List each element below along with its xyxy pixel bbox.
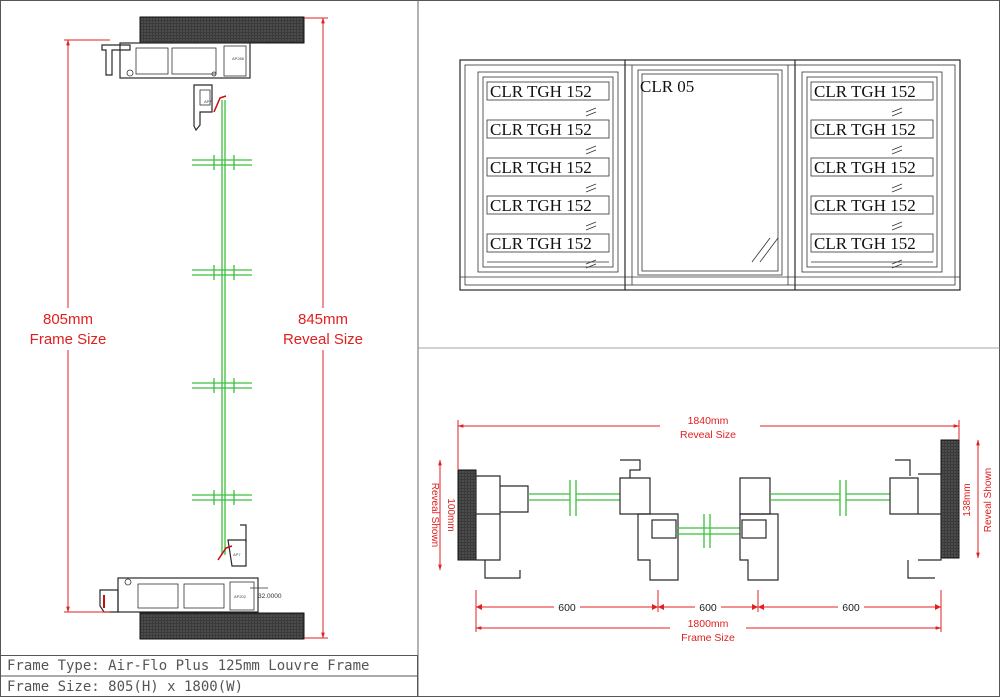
front-elevation: CLR TGH 152 CLR TGH 152 CLR TGH 152 CLR … (459, 59, 961, 291)
reveal-size-label: Reveal Size (283, 331, 363, 348)
right-reveal-value: 138mm (962, 483, 973, 516)
right-reveal-label: Reveal Shown (983, 468, 994, 532)
head-profile (119, 42, 251, 79)
left-jamb-wall (457, 469, 477, 561)
frame-size-label: Frame Size (30, 331, 107, 348)
right-panel-2-label: CLR TGH 152 (814, 120, 916, 139)
glass-symbol (751, 237, 779, 263)
right-mullion-head (739, 477, 771, 515)
right-jamb-wall (940, 439, 960, 559)
frame-size-value: 805mm (43, 311, 93, 328)
louvre-blades (192, 155, 252, 505)
bottom-wall-hatch (139, 612, 305, 640)
plan-frame-label: Frame Size (681, 632, 735, 644)
head-drip-profile (101, 44, 131, 76)
profile-code-lower: AP7 (233, 552, 241, 557)
side-dim-value: 32.0000 (258, 593, 282, 600)
left-reveal-label: Reveal Shown (429, 483, 440, 547)
right-louvre-panels (810, 81, 934, 263)
segment-center-value: 600 (699, 602, 717, 614)
right-panel-3-label: CLR TGH 152 (814, 158, 916, 177)
right-panel-4-label: CLR TGH 152 (814, 196, 916, 215)
plan-reveal-value: 1840mm (688, 415, 729, 427)
top-wall-hatch (139, 16, 305, 44)
profile-code-upper: AP7 (204, 99, 212, 104)
plan-section: 1840mm Reveal Size 100mm Reveal Shown 13… (429, 412, 994, 644)
left-reveal-value: 100mm (445, 498, 456, 531)
lower-louvre-clip (227, 539, 247, 567)
frame-size-line: Frame Size: 805(H) x 1800(W) (7, 679, 243, 695)
right-panel-5-label: CLR TGH 152 (814, 234, 916, 253)
center-pane-label: CLR 05 (640, 77, 694, 96)
left-mullion-head (619, 477, 651, 515)
segment-right-value: 600 (842, 602, 860, 614)
left-panel-1-label: CLR TGH 152 (490, 82, 592, 101)
vertical-section: AP286 AP7 AP7 AP202 (20, 16, 370, 640)
left-panel-4-label: CLR TGH 152 (490, 196, 592, 215)
left-panel-5-label: CLR TGH 152 (490, 234, 592, 253)
right-mullion-profile (739, 513, 779, 581)
title-block: Frame Type: Air-Flo Plus 125mm Louvre Fr… (0, 655, 418, 697)
right-jamb-profile (889, 473, 942, 561)
plan-frame-value: 1800mm (688, 618, 729, 630)
profile-code-head: AP286 (232, 56, 245, 61)
upper-louvre-clip (193, 84, 213, 132)
left-mullion-profile (637, 513, 679, 581)
segment-left-value: 600 (558, 602, 576, 614)
left-jamb-profile (475, 475, 529, 561)
left-panel-3-label: CLR TGH 152 (490, 158, 592, 177)
plan-reveal-label: Reveal Size (680, 429, 736, 441)
frame-type-line: Frame Type: Air-Flo Plus 125mm Louvre Fr… (7, 658, 369, 674)
right-panel-1-label: CLR TGH 152 (814, 82, 916, 101)
reveal-size-value: 845mm (298, 311, 348, 328)
left-panel-2-label: CLR TGH 152 (490, 120, 592, 139)
profile-code-sill: AP202 (234, 594, 247, 599)
left-louvre-panels (486, 81, 610, 263)
